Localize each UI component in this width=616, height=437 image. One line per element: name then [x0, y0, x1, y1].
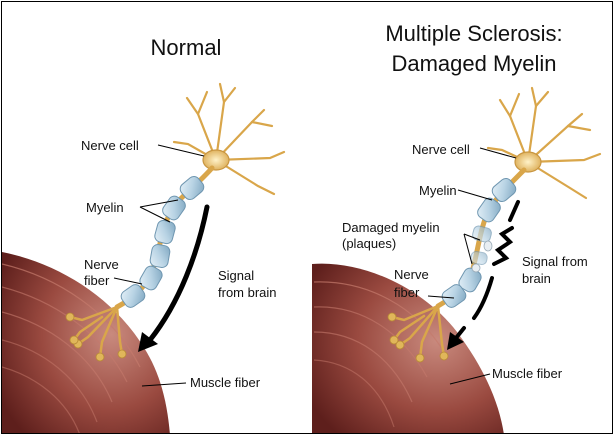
- left-label-nerve-fiber-2: fiber: [84, 273, 109, 288]
- left-label-signal-1: Signal: [218, 268, 254, 283]
- right-panel-title-line2: Damaged Myelin: [354, 50, 594, 78]
- left-label-nerve-fiber-1: Nerve: [84, 257, 119, 272]
- right-label-damaged-1: Damaged myelin: [342, 220, 440, 235]
- left-label-myelin: Myelin: [86, 200, 124, 215]
- left-panel-title: Normal: [126, 34, 246, 62]
- right-label-signal-1: Signal from: [522, 254, 588, 269]
- right-panel-title-line1: Multiple Sclerosis:: [354, 20, 594, 48]
- left-label-muscle-fiber: Muscle fiber: [190, 375, 260, 390]
- right-label-nerve-cell: Nerve cell: [412, 142, 470, 157]
- left-label-signal-2: from brain: [218, 285, 277, 300]
- right-label-signal-2: brain: [522, 271, 551, 286]
- left-label-nerve-cell: Nerve cell: [81, 138, 139, 153]
- left-myelin-segments: [119, 174, 206, 310]
- right-label-damaged-2: (plaques): [342, 236, 396, 251]
- right-label-nerve-fiber-2: fiber: [394, 285, 419, 300]
- right-label-myelin: Myelin: [419, 183, 457, 198]
- right-label-muscle-fiber: Muscle fiber: [492, 366, 562, 381]
- right-label-nerve-fiber-1: Nerve: [394, 267, 429, 282]
